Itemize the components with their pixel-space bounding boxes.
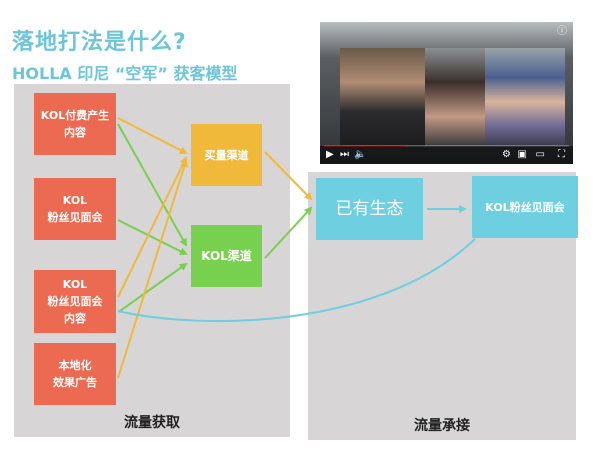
volume-icon[interactable]: 🔈: [354, 149, 367, 160]
kol-fan-meetup-node: KOL粉丝见面会: [472, 176, 578, 238]
video-controls: ▶ ⏭ 🔈 ⚙ ▣ ▭ ⛶: [320, 146, 573, 164]
video-person-middle: [425, 48, 485, 146]
source-fan-meetup-node: KOL 粉丝见面会: [34, 178, 116, 240]
source-paid-content-node: KOL付费产生 内容: [34, 93, 116, 155]
acquisition-panel-label: 流量获取: [124, 415, 180, 431]
video-person-right: [485, 48, 565, 146]
theater-icon[interactable]: ▭: [535, 149, 545, 160]
video-person-left: [340, 48, 425, 146]
page-title: 落地打法是什么?: [12, 30, 187, 55]
retention-panel-label: 流量承接: [414, 418, 470, 434]
next-icon[interactable]: ⏭: [340, 149, 349, 160]
source-fan-meetup-content-node: KOL 粉丝见面会 内容: [34, 270, 116, 333]
fullscreen-icon[interactable]: ⛶: [558, 149, 565, 160]
miniplayer-icon[interactable]: ▣: [517, 149, 527, 160]
paid-channel-node: 买量渠道: [191, 124, 262, 186]
existing-ecosystem-node: 已有生态: [316, 178, 423, 240]
info-icon[interactable]: ⓘ: [557, 26, 567, 37]
play-icon[interactable]: ▶: [326, 149, 334, 160]
kol-channel-node: KOL渠道: [191, 225, 262, 287]
settings-icon[interactable]: ⚙: [502, 149, 511, 160]
page-subtitle: HOLLA 印尼 “空军” 获客模型: [12, 64, 238, 83]
video-player[interactable]: ⓘ ▶ ⏭ 🔈 ⚙ ▣ ▭ ⛶: [320, 22, 573, 164]
source-local-ads-node: 本地化 效果广告: [34, 343, 116, 405]
